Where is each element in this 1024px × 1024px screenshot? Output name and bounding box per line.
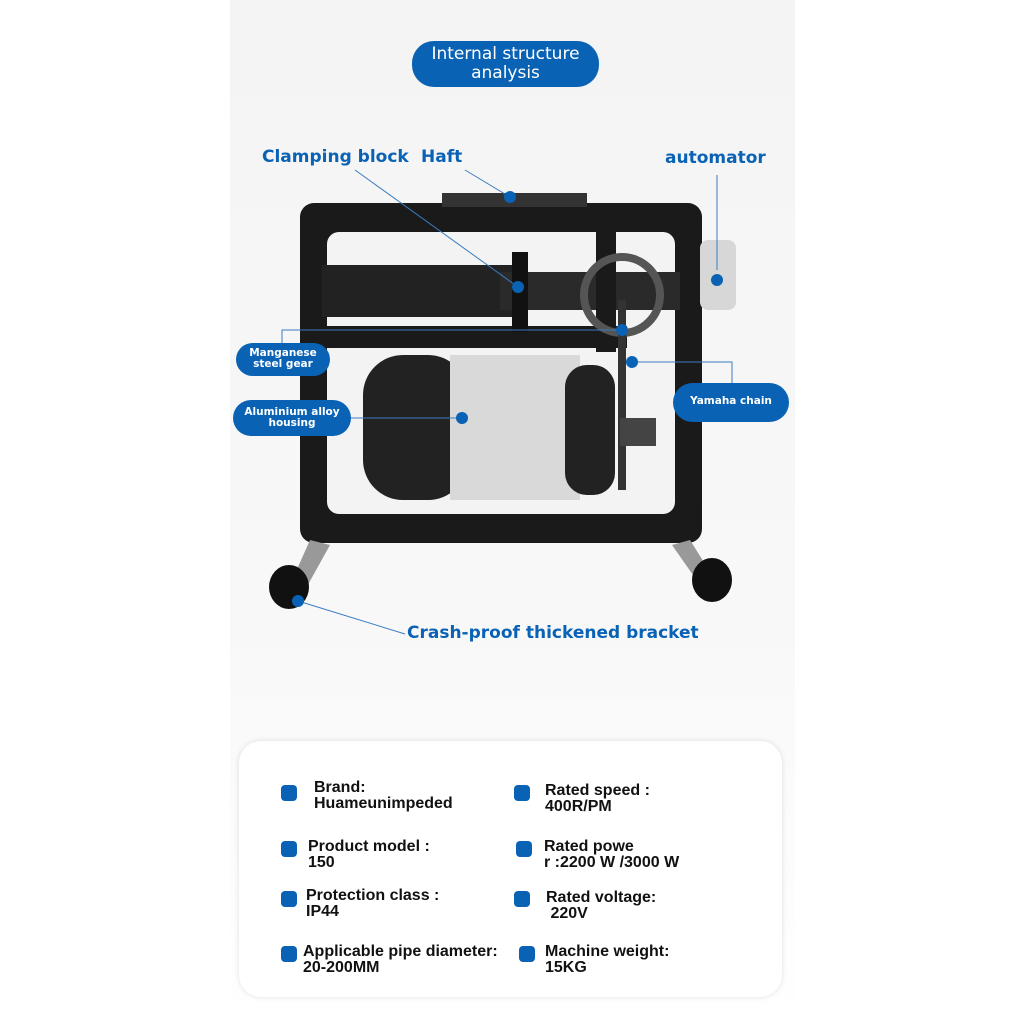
bullet-icon <box>281 891 297 907</box>
spec-machine-weight: Machine weight:15KG <box>545 943 670 976</box>
bullet-icon <box>519 946 535 962</box>
spec-brand: Brand:Huameunimpeded <box>314 779 453 812</box>
spec-pipe-diameter: Applicable pipe diameter:20-200MM <box>303 943 498 976</box>
label-clamping-block: Clamping block <box>262 147 409 167</box>
label-yamaha-chain: Yamaha chain <box>673 383 789 422</box>
spec-rated-speed: Rated speed :400R/PM <box>545 782 650 815</box>
bullet-icon <box>281 841 297 857</box>
label-aluminium-housing: Aluminium alloy housing <box>233 400 351 436</box>
title-badge: Internal structure analysis <box>412 41 599 87</box>
spec-rated-voltage: Rated voltage: 220V <box>546 889 657 922</box>
label-manganese-gear: Manganese steel gear <box>236 343 330 376</box>
bullet-icon <box>514 891 530 907</box>
spec-card <box>239 741 782 997</box>
label-bracket: Crash-proof thickened bracket <box>407 623 699 643</box>
spec-product-model: Product model :150 <box>308 838 430 871</box>
bullet-icon <box>514 785 530 801</box>
label-automator: automator <box>665 148 766 168</box>
bullet-icon <box>281 946 297 962</box>
bullet-icon <box>516 841 532 857</box>
bullet-icon <box>281 785 297 801</box>
label-haft: Haft <box>421 147 463 167</box>
spec-protection-class: Protection class :IP44 <box>306 887 440 920</box>
